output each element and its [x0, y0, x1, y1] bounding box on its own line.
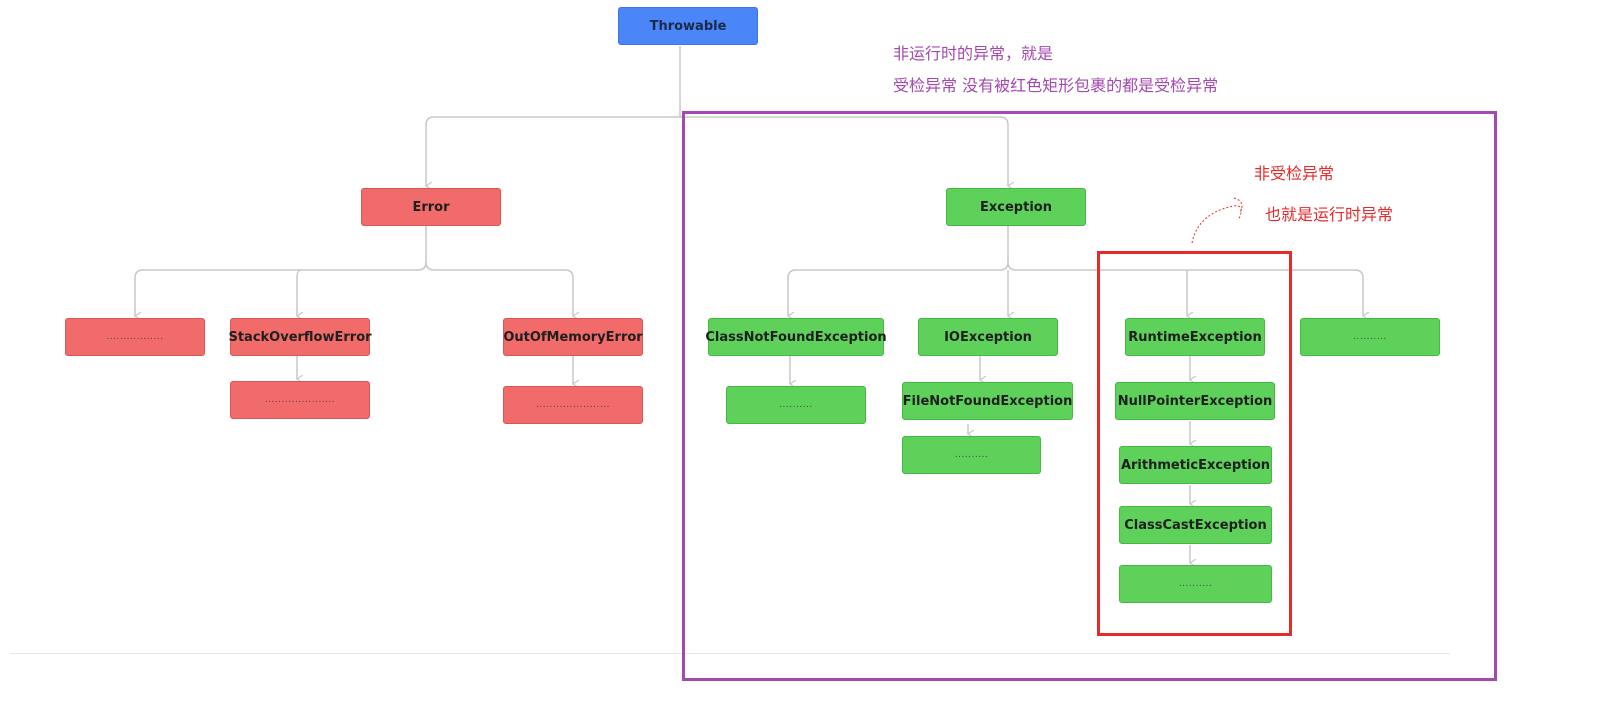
- null-pointer-exception-node[interactable]: NullPointerException: [1115, 382, 1275, 420]
- stack-overflow-child-node[interactable]: .....................: [230, 381, 370, 419]
- connector-error-children: [135, 226, 427, 316]
- file-not-found-exception-node[interactable]: FileNotFoundException: [902, 382, 1073, 420]
- checked-exception-note-line1: 非运行时的异常，就是: [893, 44, 1054, 63]
- connector-exception-children: [788, 226, 1009, 316]
- runtime-other-node[interactable]: ..........: [1119, 565, 1272, 603]
- file-not-found-child-node[interactable]: ..........: [902, 436, 1041, 474]
- checked-exception-frame: [682, 111, 1497, 681]
- error-other-node[interactable]: .................: [65, 318, 205, 356]
- checked-exception-note-line2: 受检异常 没有被红色矩形包裹的都是受检异常: [893, 76, 1219, 95]
- canvas-baseline: [10, 653, 1450, 654]
- runtime-exception-node[interactable]: RuntimeException: [1125, 318, 1265, 356]
- class-not-found-child-node[interactable]: ..........: [726, 386, 866, 424]
- exception-node[interactable]: Exception: [946, 188, 1086, 226]
- class-not-found-exception-node[interactable]: ClassNotFoundException: [705, 318, 887, 356]
- io-exception-node[interactable]: IOException: [918, 318, 1058, 356]
- out-of-memory-error-node[interactable]: OutOfMemoryError: [503, 318, 643, 356]
- connector-throwable-exception: [680, 116, 1008, 186]
- arithmetic-exception-node[interactable]: ArithmeticException: [1119, 446, 1272, 484]
- unchecked-exception-note-line2: 也就是运行时异常: [1265, 205, 1394, 224]
- unchecked-exception-frame: [1097, 251, 1292, 636]
- annotation-pointer: [1191, 197, 1243, 244]
- error-node[interactable]: Error: [361, 188, 501, 226]
- unchecked-exception-note-line1: 非受检异常: [1254, 164, 1335, 183]
- connector-throwable-error: [426, 46, 681, 186]
- class-cast-exception-node[interactable]: ClassCastException: [1119, 506, 1272, 544]
- out-of-memory-child-node[interactable]: ......................: [503, 386, 643, 424]
- throwable-node[interactable]: Throwable: [618, 7, 758, 45]
- exception-other-node[interactable]: ..........: [1300, 318, 1440, 356]
- stack-overflow-error-node[interactable]: StackOverflowError: [228, 318, 372, 356]
